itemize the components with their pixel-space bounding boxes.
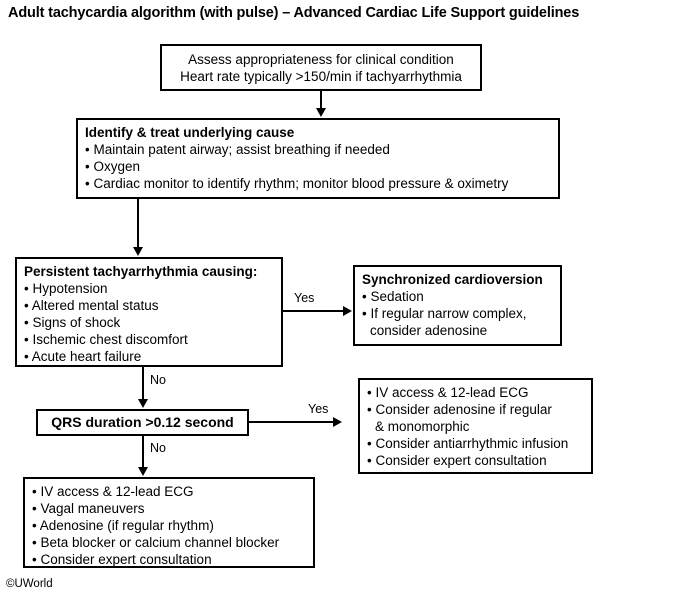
cardioversion-header: Synchronized cardioversion	[362, 272, 543, 287]
wide-item-2: • Consider adenosine if regular	[367, 402, 552, 417]
arrowhead-qrs-yes	[333, 417, 342, 427]
narrow-item-5: • Consider expert consultation	[32, 552, 212, 567]
assess-line-1: Assess appropriateness for clinical cond…	[188, 51, 454, 67]
cardioversion-item-2-cont: consider adenosine	[370, 323, 488, 338]
narrow-item-4: • Beta blocker or calcium channel blocke…	[32, 535, 280, 550]
connector-assess-to-identify	[320, 91, 322, 110]
wide-item-4: • Consider expert consultation	[367, 453, 547, 468]
wide-item-2-cont: & monomorphic	[375, 419, 470, 434]
persistent-item-5: • Acute heart failure	[24, 349, 142, 364]
arrowhead-identify-to-persistent	[133, 247, 143, 256]
copyright-footer: ©UWorld	[6, 578, 53, 590]
cardioversion-item-1: • Sedation	[362, 289, 424, 304]
identify-header: Identify & treat underlying cause	[85, 125, 295, 140]
qrs-label: QRS duration >0.12 second	[51, 414, 234, 430]
connector-qrs-no	[142, 436, 144, 468]
assess-line-2: Heart rate typically >150/min if tachyar…	[180, 68, 462, 84]
node-identify-treat-underlying-cause: Identify & treat underlying cause • Main…	[76, 118, 560, 199]
node-synchronized-cardioversion: Synchronized cardioversion • Sedation • …	[353, 265, 562, 346]
narrow-item-1: • IV access & 12-lead ECG	[32, 484, 194, 499]
edge-label-persistent-no: No	[150, 373, 166, 387]
node-wide-complex-treatment: • IV access & 12-lead ECG • Consider ade…	[358, 378, 593, 474]
persistent-item-3: • Signs of shock	[24, 315, 121, 330]
arrowhead-persistent-yes	[343, 306, 352, 316]
connector-qrs-yes	[249, 421, 335, 423]
arrowhead-qrs-no	[138, 467, 148, 476]
persistent-item-1: • Hypotension	[24, 281, 108, 296]
narrow-item-3: • Adenosine (if regular rhythm)	[32, 518, 214, 533]
node-qrs-duration-decision: QRS duration >0.12 second	[36, 409, 249, 436]
identify-item-3: • Cardiac monitor to identify rhythm; mo…	[85, 176, 509, 191]
identify-item-1: • Maintain patent airway; assist breathi…	[85, 142, 390, 157]
wide-item-3: • Consider antiarrhythmic infusion	[367, 436, 569, 451]
node-persistent-tachyarrhythmia: Persistent tachyarrhythmia causing: • Hy…	[15, 257, 283, 367]
edge-label-persistent-yes: Yes	[294, 291, 315, 305]
narrow-item-2: • Vagal maneuvers	[32, 501, 145, 516]
arrowhead-persistent-no	[138, 399, 148, 408]
cardioversion-item-2: • If regular narrow complex,	[362, 306, 527, 321]
persistent-item-4: • Ischemic chest discomfort	[24, 332, 188, 347]
node-assess-appropriateness: Assess appropriateness for clinical cond…	[160, 44, 482, 91]
edge-label-qrs-yes: Yes	[308, 402, 329, 416]
persistent-item-2: • Altered mental status	[24, 298, 159, 313]
page-title: Adult tachycardia algorithm (with pulse)…	[8, 5, 580, 21]
connector-identify-to-persistent	[137, 199, 139, 248]
persistent-header: Persistent tachyarrhythmia causing:	[24, 264, 258, 279]
wide-item-1: • IV access & 12-lead ECG	[367, 385, 529, 400]
identify-item-2: • Oxygen	[85, 159, 141, 174]
edge-label-qrs-no: No	[150, 441, 166, 455]
connector-persistent-yes	[283, 310, 345, 312]
arrowhead-assess-to-identify	[316, 108, 326, 117]
connector-persistent-no	[142, 367, 144, 400]
node-narrow-complex-treatment: • IV access & 12-lead ECG • Vagal maneuv…	[23, 477, 315, 568]
